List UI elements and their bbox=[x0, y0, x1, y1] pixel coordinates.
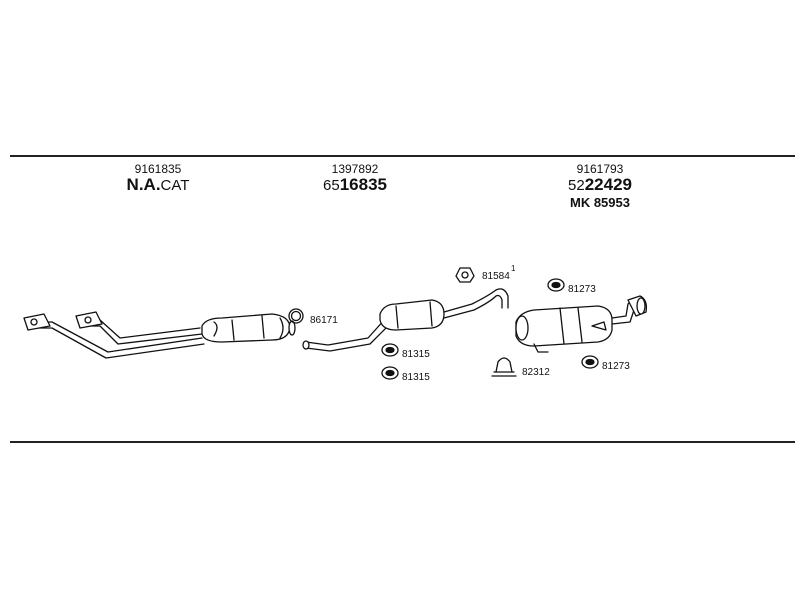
part-prefix: 65 bbox=[323, 177, 340, 194]
header-front-pipe: 9161835 N.A.CAT bbox=[58, 162, 258, 195]
label-82312: 82312 bbox=[522, 367, 550, 378]
part-suffix: CAT bbox=[160, 177, 190, 194]
part-number: 9161835 bbox=[134, 162, 182, 176]
catalytic-converter bbox=[201, 313, 296, 343]
rubber-mount-81273-icon bbox=[581, 355, 599, 369]
label-81315-a: 81315 bbox=[402, 349, 430, 360]
part-number: 9161793 bbox=[576, 162, 624, 176]
rubber-mount-81315-icon bbox=[381, 343, 399, 357]
top-divider bbox=[10, 155, 795, 157]
rubber-mount-81315-icon bbox=[381, 366, 399, 380]
rubber-mount-81273-icon bbox=[547, 278, 565, 292]
part-suffix: 22429 bbox=[584, 175, 632, 194]
header-middle-pipe: 1397892 6516835 bbox=[255, 162, 455, 195]
header-rear-muffler: 9161793 5222429 MK 85953 bbox=[500, 162, 700, 211]
label-81584: 81584 bbox=[482, 271, 510, 282]
bottom-divider bbox=[10, 441, 795, 443]
label-81584-note: 1 bbox=[511, 264, 516, 273]
part-prefix: 52 bbox=[568, 177, 585, 194]
rear-muffler bbox=[515, 295, 648, 353]
label-81315-b: 81315 bbox=[402, 372, 430, 383]
front-downpipe bbox=[23, 311, 205, 359]
label-81273-a: 81273 bbox=[568, 284, 596, 295]
part-prefix: N.A. bbox=[126, 175, 161, 194]
mounting-kit-number: MK 85953 bbox=[570, 195, 630, 210]
u-clamp-82312-icon bbox=[491, 357, 517, 377]
part-number: 1397892 bbox=[331, 162, 379, 176]
clamp-86171-icon bbox=[288, 308, 304, 324]
label-86171: 86171 bbox=[310, 315, 338, 326]
part-suffix: 16835 bbox=[339, 175, 387, 194]
clamp-81584-icon bbox=[455, 267, 475, 283]
label-81273-b: 81273 bbox=[602, 361, 630, 372]
middle-pipe-silencer bbox=[302, 288, 509, 352]
